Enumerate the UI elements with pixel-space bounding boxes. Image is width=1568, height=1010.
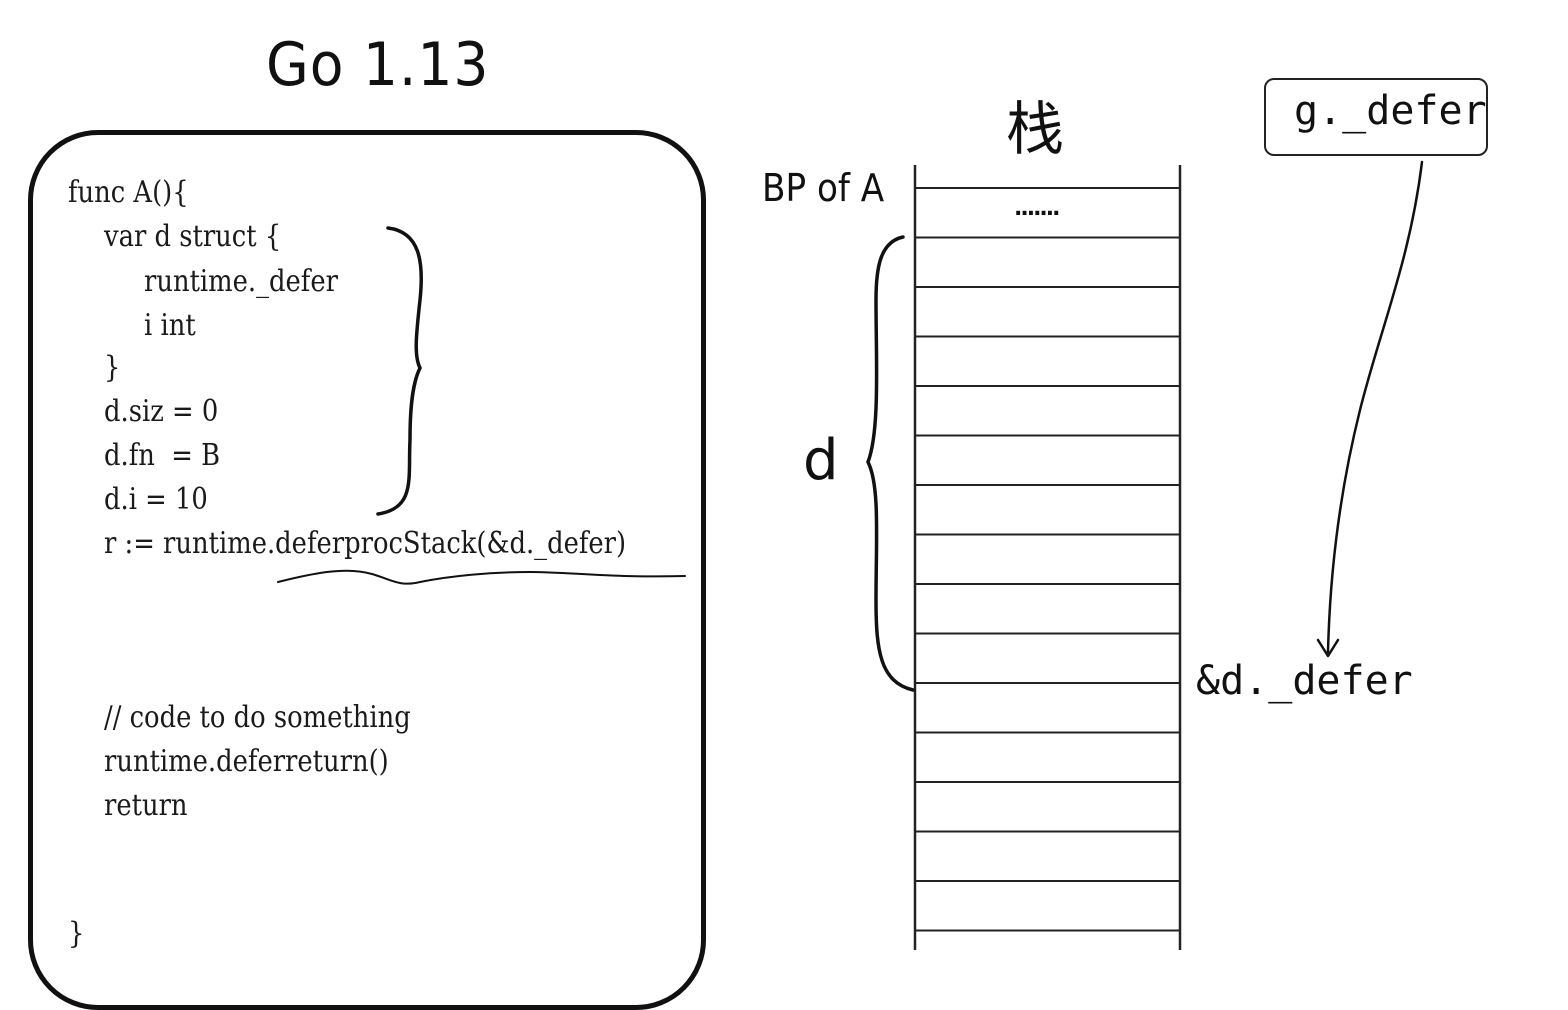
- code-line: runtime._defer: [144, 264, 338, 299]
- g-defer-box: [1264, 78, 1488, 156]
- stack-ellipsis: .......: [1014, 196, 1060, 221]
- stack-rows: [915, 187, 1180, 932]
- code-line: }: [68, 916, 85, 951]
- underline-squiggle: [277, 569, 686, 585]
- pointer-arrow: [1326, 160, 1424, 654]
- diagram-drawing: [277, 160, 1424, 950]
- code-line: // code to do something: [104, 700, 411, 735]
- code-line: func A(){: [68, 175, 189, 210]
- code-line: r := runtime.deferprocStack(&d._defer): [104, 526, 627, 561]
- struct-brace: [376, 226, 424, 516]
- stack-title: 栈: [1006, 95, 1065, 163]
- code-line: i int: [144, 308, 196, 343]
- code-line: d.fn = B: [104, 438, 221, 473]
- code-line: d.i = 10: [104, 482, 208, 517]
- d-brace-label: d: [803, 428, 839, 493]
- code-line: d.siz = 0: [104, 394, 219, 429]
- d-defer-pointer-label: &d._defer: [1196, 658, 1413, 704]
- g-defer-label: g._defer: [1294, 88, 1487, 134]
- arrow-head-icon: [1316, 638, 1340, 658]
- d-brace: [866, 235, 915, 692]
- bp-of-a-label: BP of A: [762, 166, 885, 210]
- code-line: var d struct {: [104, 219, 282, 254]
- code-line: runtime.deferreturn(): [104, 744, 389, 779]
- code-line: }: [104, 350, 121, 385]
- code-line: return: [104, 788, 188, 823]
- diagram-title: Go 1.13: [266, 30, 490, 100]
